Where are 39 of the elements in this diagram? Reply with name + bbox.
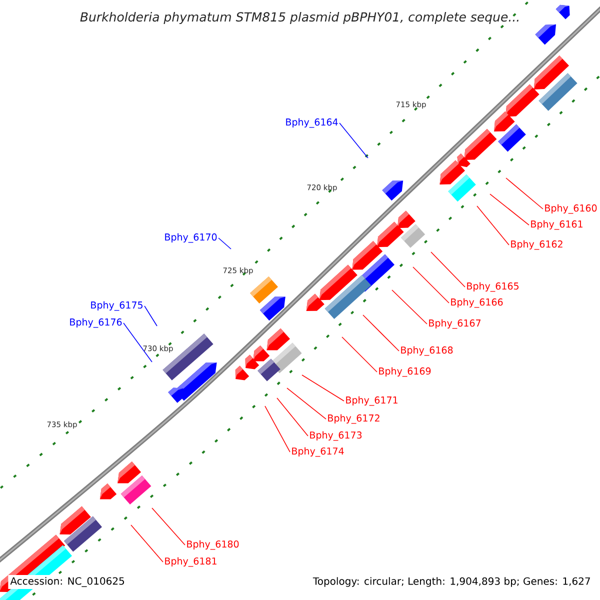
leader-line (342, 336, 378, 372)
leader-line (130, 524, 164, 562)
gene-label: Bphy_6181 (165, 557, 216, 567)
gene-label: Bphy_6168 (401, 346, 453, 356)
leader-line (506, 178, 544, 210)
leader-line (490, 194, 530, 226)
leader-line (218, 238, 232, 250)
gene-label: Bphy_6175 (91, 301, 142, 311)
gene-label: Bphy_6161 (531, 220, 582, 230)
gene-label: Bphy_6165 (467, 282, 518, 292)
leader-line (286, 388, 326, 420)
gene-label: Bphy_6176 (70, 318, 122, 328)
gene-label: Bphy_6173 (310, 431, 362, 441)
leader-line (392, 290, 428, 324)
leader-line (302, 374, 344, 402)
leader-line (339, 122, 368, 158)
gene-label: Bphy_6170 (165, 233, 217, 243)
gene-label: Bphy_6180 (187, 540, 239, 550)
leader-line (476, 206, 510, 246)
gene-label: Bphy_6162 (511, 240, 562, 250)
leader-line (412, 266, 450, 304)
gene-label: Bphy_6172 (328, 414, 380, 424)
leader-line (264, 406, 290, 452)
gene-label: Bphy_6171 (346, 396, 398, 406)
gene-label: Bphy_6169 (379, 367, 431, 377)
leader-line (362, 314, 400, 352)
leader-line (144, 306, 158, 326)
leader-line (276, 398, 308, 436)
title: Burkholderia phymatum STM815 plasmid pBPHY01, complete seque... (80, 12, 518, 24)
footer-text: Topology: circular; Length: 1,904,893 bp; Genes: 1,627 (312, 577, 590, 587)
footer-text: Accession: NC_010625 (8, 575, 127, 589)
leader-line (430, 252, 466, 288)
gene-label: Bphy_6164 (286, 118, 338, 128)
gene-label: Bphy_6174 (292, 447, 344, 457)
gene-label: Bphy_6160 (545, 204, 597, 214)
gene-label: Bphy_6167 (429, 319, 481, 329)
gene-label: Bphy_6166 (451, 298, 503, 308)
leader-line (123, 322, 152, 362)
leader-line (152, 508, 186, 546)
